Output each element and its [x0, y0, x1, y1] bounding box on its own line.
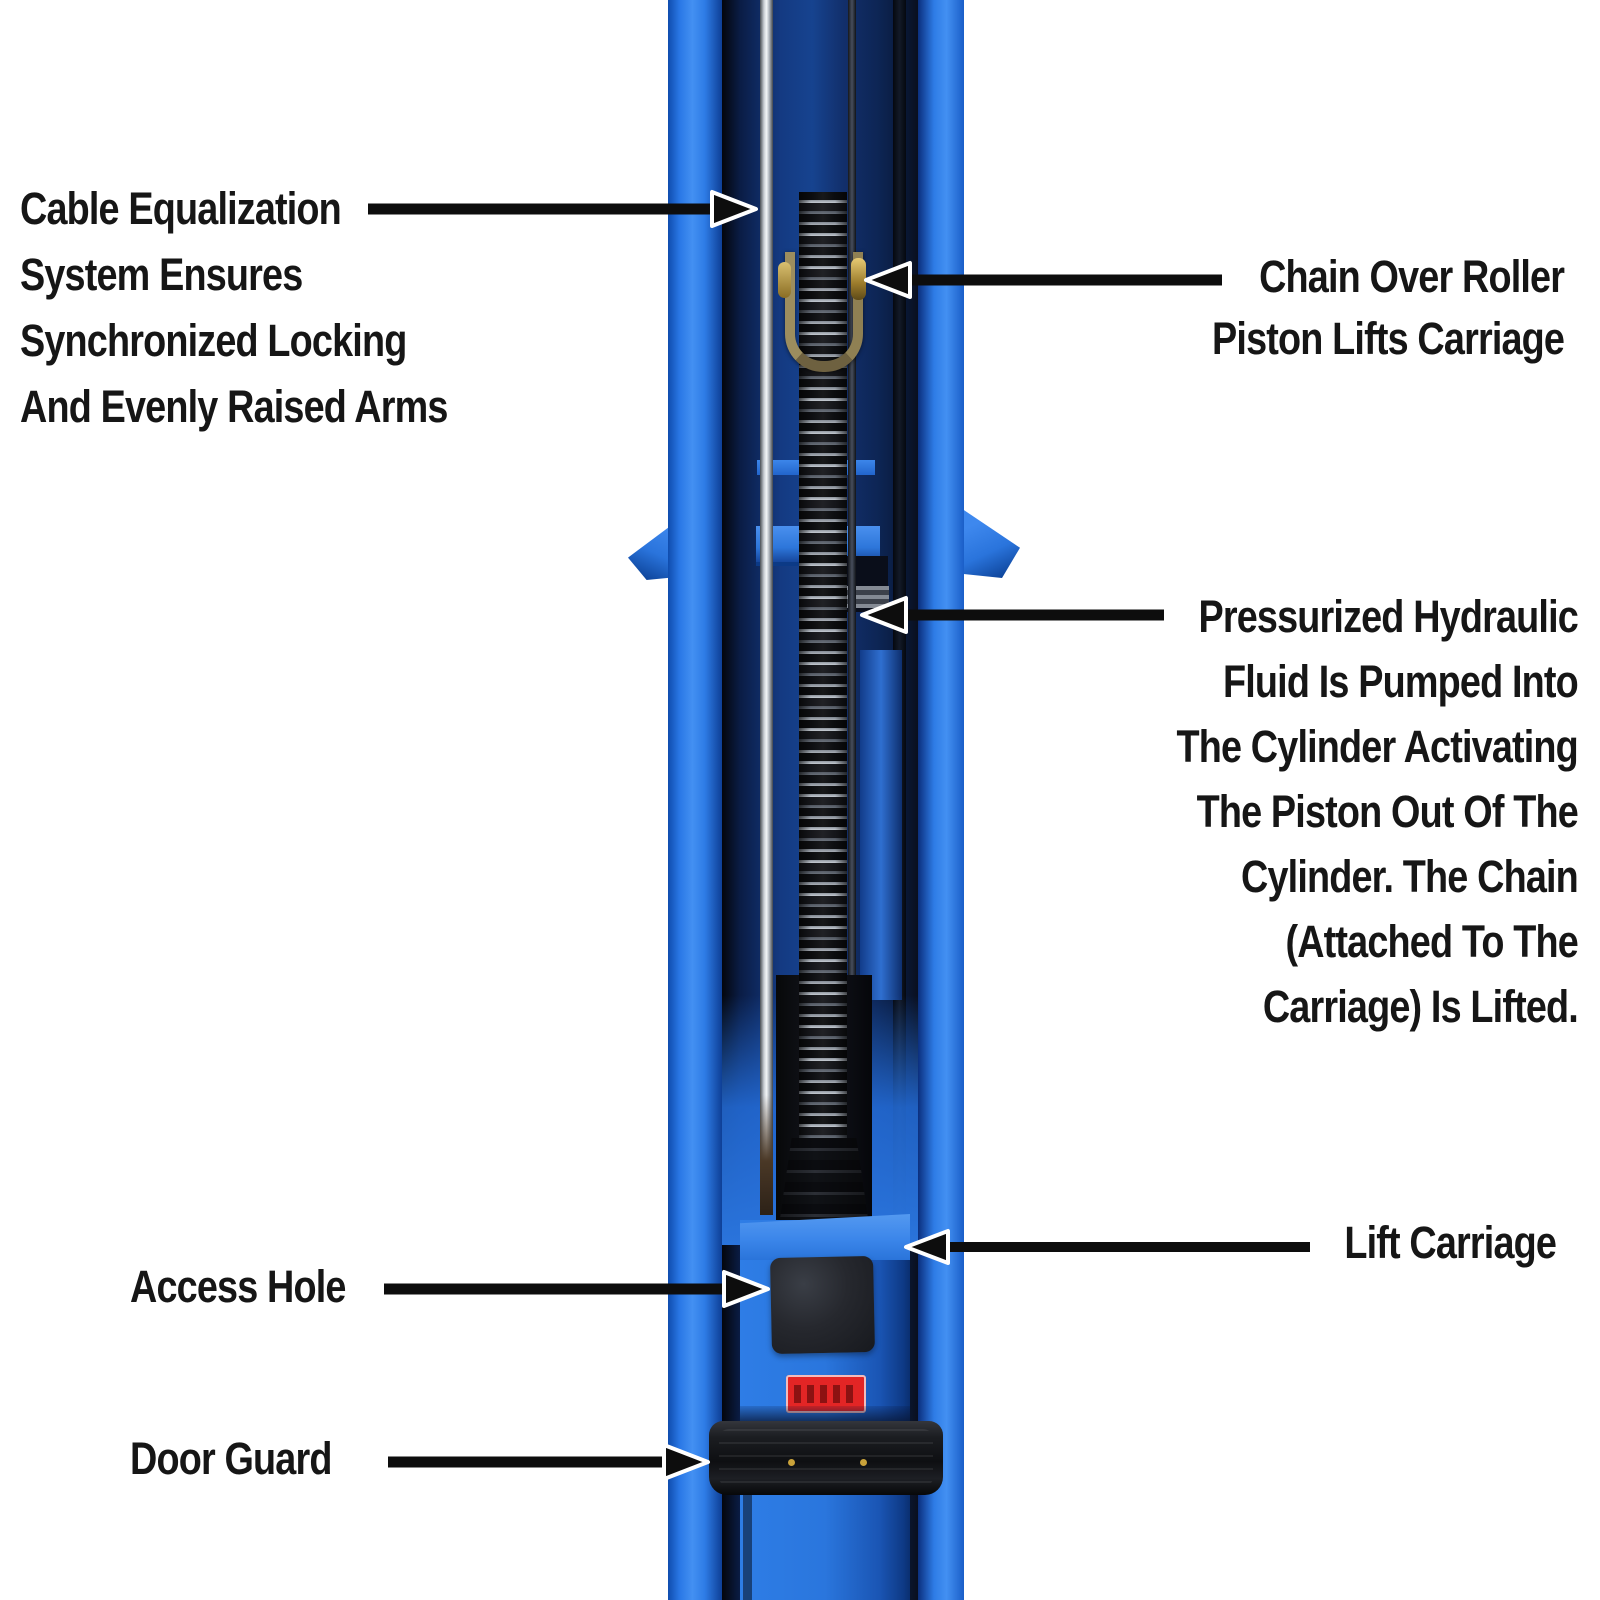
- hydraulic-cylinder: [860, 650, 902, 1000]
- label-line: Synchronized Locking: [20, 315, 407, 366]
- door-guard-screw: [860, 1459, 867, 1466]
- label-cable-equalization: Cable Equalization System Ensures Synchr…: [20, 176, 448, 440]
- label-line: Access Hole: [130, 1261, 346, 1312]
- label-line: Cable Equalization: [20, 183, 342, 234]
- safety-lock-tab-right: [960, 507, 1020, 578]
- leader-arrow-cable-equalization: [368, 190, 758, 228]
- leader-arrow-lift-carriage: [904, 1229, 1310, 1265]
- chain-lower-bundle: [779, 1138, 869, 1226]
- door-guard-screw: [788, 1459, 795, 1466]
- chain-roller-left: [778, 262, 791, 298]
- safety-lock-ladder: [845, 586, 889, 608]
- label-pressurized-hydraulic: Pressurized Hydraulic Fluid Is Pumped In…: [1176, 584, 1579, 1039]
- label-line: Lift Carriage: [1344, 1217, 1557, 1268]
- label-line: The Cylinder Activating: [1176, 721, 1579, 772]
- access-hole-opening: [770, 1255, 875, 1355]
- secondary-cable: [848, 0, 856, 1000]
- label-door-guard: Door Guard: [130, 1434, 332, 1484]
- label-chain-over-roller: Chain Over Roller Piston Lifts Carriage: [1211, 246, 1565, 370]
- leader-arrow-access-hole: [384, 1270, 770, 1308]
- label-line: The Piston Out Of The: [1196, 786, 1579, 837]
- label-line: Cylinder. The Chain: [1241, 851, 1579, 902]
- label-access-hole: Access Hole: [130, 1262, 346, 1312]
- leader-arrow-chain-over-roller: [864, 261, 1222, 299]
- column-left-rail: [668, 0, 722, 1600]
- carriage-groove: [743, 1495, 752, 1600]
- label-line: Chain Over Roller: [1258, 251, 1565, 302]
- label-line: Pressurized Hydraulic: [1198, 591, 1579, 642]
- equalization-cable: [760, 0, 773, 1215]
- chain-roller-right: [851, 258, 866, 300]
- column-right-rail: [918, 0, 964, 1600]
- label-line: And Evenly Raised Arms: [20, 381, 448, 432]
- chain-roller-yoke: [785, 252, 863, 372]
- label-line: Piston Lifts Carriage: [1211, 313, 1565, 364]
- label-line: System Ensures: [20, 249, 303, 300]
- label-lift-carriage: Lift Carriage: [1344, 1217, 1557, 1268]
- label-line: Fluid Is Pumped Into: [1223, 656, 1579, 707]
- leader-arrow-hydraulic: [860, 596, 1164, 634]
- door-guard-pad: [709, 1421, 943, 1495]
- label-line: Carriage) Is Lifted.: [1262, 981, 1579, 1032]
- label-line: Door Guard: [130, 1433, 332, 1484]
- leader-arrow-door-guard: [388, 1443, 710, 1481]
- label-line: (Attached To The: [1285, 916, 1579, 967]
